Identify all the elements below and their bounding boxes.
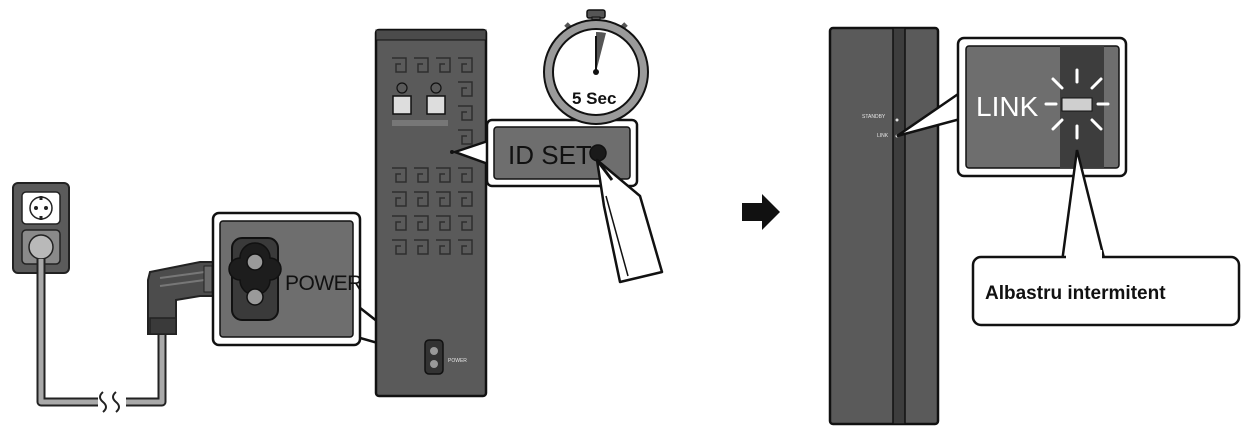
link-led-callout: LINK bbox=[896, 36, 1128, 178]
power-callout-label: POWER bbox=[285, 272, 362, 295]
stylus-pen-icon bbox=[595, 158, 664, 284]
vent-grid-top bbox=[392, 57, 473, 145]
right-arrow-icon bbox=[742, 194, 780, 230]
timer-label: 5 Sec bbox=[572, 89, 616, 108]
subwoofer-front-panel: STANDBY LINK bbox=[828, 26, 940, 426]
standby-small-label: STANDBY bbox=[862, 114, 886, 120]
power-port-callout: POWER bbox=[211, 211, 421, 357]
blinking-led-icon bbox=[1044, 68, 1110, 140]
power-port-icon bbox=[228, 237, 282, 321]
vent-grid-bottom bbox=[392, 167, 473, 255]
subwoofer-rear-panel: POWER bbox=[374, 28, 488, 398]
link-callout-label: LINK bbox=[976, 91, 1039, 122]
wall-socket-icon bbox=[12, 182, 70, 274]
device-power-label: POWER bbox=[448, 358, 467, 364]
id-set-label: ID SET bbox=[508, 140, 592, 170]
id-set-button bbox=[589, 144, 607, 162]
stopwatch-icon: 5 Sec bbox=[543, 9, 649, 125]
status-callout: Albastru intermitent bbox=[971, 149, 1241, 327]
audio-jacks bbox=[392, 82, 448, 126]
power-cable bbox=[36, 259, 167, 413]
link-small-label: LINK bbox=[877, 133, 889, 139]
device-power-port bbox=[424, 339, 444, 375]
status-callout-label: Albastru intermitent bbox=[985, 283, 1166, 304]
